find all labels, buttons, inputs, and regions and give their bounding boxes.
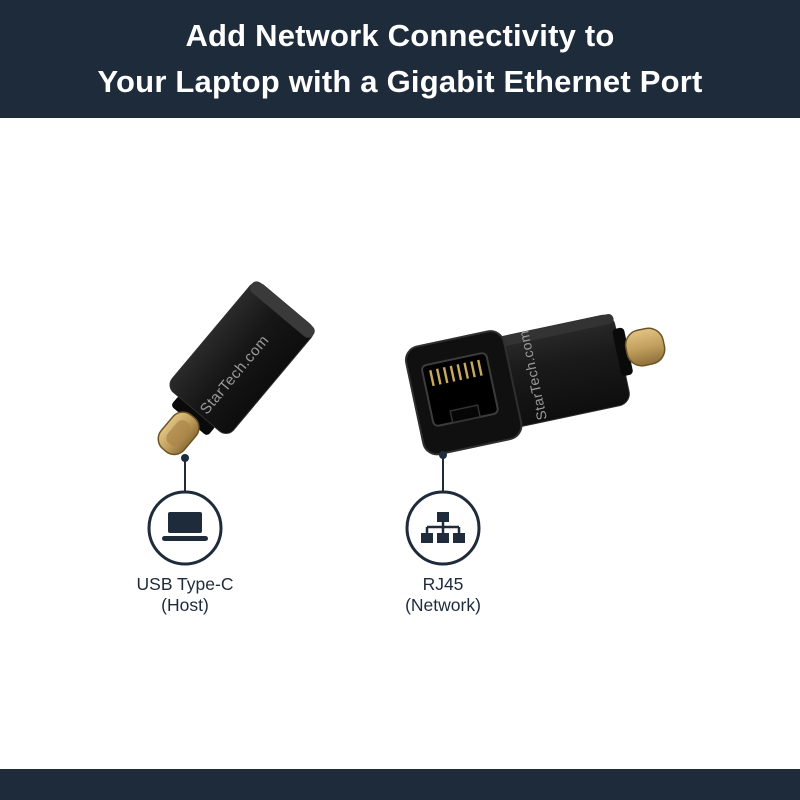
adapter-top-face <box>250 281 315 338</box>
callout-left <box>147 454 223 566</box>
callout-subtitle: (Network) <box>405 595 481 615</box>
callout-label-usb-c: USB Type-C (Host) <box>85 574 285 616</box>
header-banner: Add Network Connectivity to Your Laptop … <box>0 0 800 118</box>
usb-c-plug <box>624 327 666 367</box>
callout-subtitle: (Host) <box>161 595 209 615</box>
header-title-line2: Your Laptop with a Gigabit Ethernet Port <box>97 64 703 99</box>
usb-c-adapter-connector-view: StarTech.com <box>157 281 315 456</box>
header-title-line1: Add Network Connectivity to <box>185 18 615 53</box>
callout-graphics <box>147 451 481 566</box>
rj45-network-icon <box>421 512 465 543</box>
callout-right <box>405 451 481 566</box>
callout-label-rj45: RJ45 (Network) <box>343 574 543 616</box>
usb-c-collar <box>172 396 215 435</box>
rj45-latch-slot <box>449 404 481 424</box>
usb-c-plug-slot <box>166 420 191 447</box>
callout-title: USB Type-C <box>136 574 234 594</box>
footer-bar <box>0 769 800 800</box>
callout-title: RJ45 <box>422 574 464 594</box>
laptop-icon <box>162 512 208 541</box>
rj45-pins <box>429 359 483 387</box>
usb-c-collar <box>612 327 633 376</box>
usb-c-adapter-port-view: StarTech.com <box>404 314 666 456</box>
